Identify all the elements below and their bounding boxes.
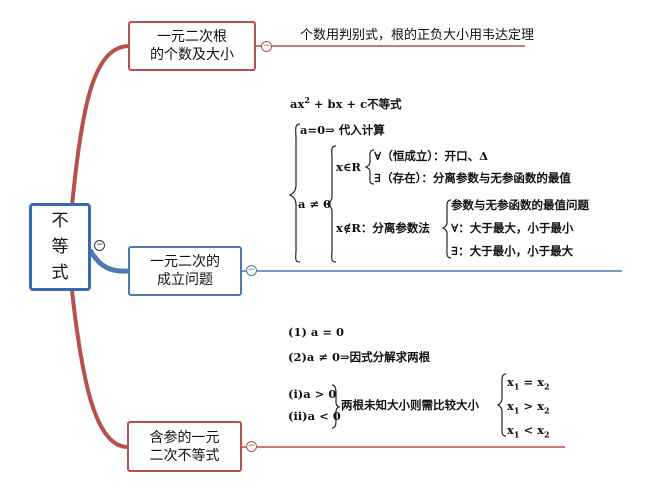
root-greater: x1 > x2	[507, 399, 550, 416]
connector-branch2	[87, 248, 129, 274]
inequality-header: ax2 + bx + c不等式	[290, 95, 402, 111]
central-topic[interactable]: 不 等 式	[29, 203, 91, 291]
separation-title: 参数与无参函数的最值问题	[451, 198, 589, 212]
sub-case-i: (i)a > 0	[288, 387, 337, 401]
case-a-nonzero: a ≠ 0	[298, 197, 332, 211]
branch1-label-1: 一元二次根	[157, 29, 227, 45]
brace-compare	[496, 373, 507, 437]
collapse-branch3-toggle[interactable]: −	[246, 441, 257, 452]
branch2-label-1: 一元二次的	[150, 254, 220, 270]
brace-a	[288, 123, 301, 263]
branch1-label-2: 的个数及大小	[150, 47, 234, 63]
connector-branch1	[70, 44, 129, 206]
brace-sub-cases	[331, 384, 341, 429]
central-label-2: 等	[51, 237, 69, 257]
separation-exists: ∃：大于最小，小于最大	[451, 244, 574, 258]
sub-case-ii: (ii)a < 0	[288, 409, 341, 423]
brace-nonzero	[325, 145, 337, 263]
forall-line: ∀（恒成立）：开口、Δ	[374, 149, 489, 163]
branch-holds-problem-node[interactable]: 一元二次的 成立问题	[128, 246, 242, 296]
branch3-label-1: 含参的一元	[149, 429, 220, 446]
branch2-label-2: 成立问题	[157, 272, 213, 288]
exists-line: ∃（存在）：分离参数与无参函数的最值	[374, 171, 571, 185]
collapse-branch2-toggle[interactable]: −	[246, 265, 257, 276]
central-label-3: 式	[51, 263, 69, 283]
collapse-branch1-toggle[interactable]: −	[261, 41, 272, 52]
case-x-not-in-r: x∉R：分离参数法	[336, 221, 430, 235]
compare-roots: 两根未知大小则需比较大小	[341, 398, 479, 412]
root-equal: x1 = x2	[507, 375, 550, 392]
case-2: (2)a ≠ 0⇒因式分解求两根	[288, 350, 431, 364]
case-x-in-r: x∈R	[336, 160, 361, 174]
connector-branch3	[70, 290, 128, 449]
brace-sep	[441, 199, 452, 259]
branch3-label-2: 二次不等式	[149, 447, 220, 464]
root-less: x1 < x2	[507, 423, 550, 440]
collapse-central-toggle[interactable]: −	[94, 240, 105, 251]
branch1-note: 个数用判别式，根的正负大小用韦达定理	[300, 27, 535, 42]
branch-root-count-node[interactable]: 一元二次根 的个数及大小	[128, 21, 256, 71]
case-a-zero: a=0⇒ 代入计算	[300, 123, 385, 137]
central-label-1: 不	[51, 211, 69, 231]
case-1: (1) a = 0	[288, 325, 344, 339]
branch-param-inequality-node[interactable]: 含参的一元 二次不等式	[127, 421, 242, 472]
brace-in-r	[364, 149, 375, 185]
separation-forall: ∀：大于最大，小于最小	[451, 221, 574, 235]
